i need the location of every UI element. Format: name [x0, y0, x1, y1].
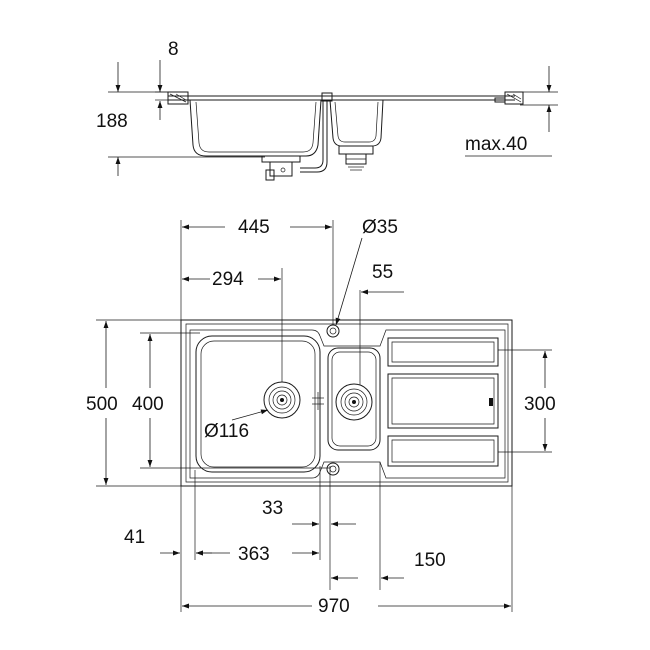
label-lip-thickness: 8 — [168, 39, 179, 60]
dimension-labels: 8 188 max.40 445 Ø35 294 55 500 400 300 … — [86, 39, 556, 617]
label-drainer-depth: 300 — [524, 394, 556, 415]
label-tap-hole: Ø35 — [362, 217, 398, 238]
label-main-bowl-width: 363 — [238, 544, 270, 565]
label-length-main-to-center: 445 — [238, 217, 270, 238]
label-depth-total: 188 — [96, 111, 128, 132]
label-overall-depth: 500 — [86, 394, 118, 415]
label-worktop-max: max.40 — [465, 134, 527, 155]
label-main-drain-dia: Ø116 — [204, 421, 249, 442]
label-small-bowl-offset: 55 — [372, 262, 393, 283]
label-bowl-depth: 400 — [132, 394, 164, 415]
label-gap: 33 — [262, 498, 283, 519]
label-side-margin: 41 — [124, 527, 145, 548]
label-overall-length: 970 — [318, 596, 350, 617]
label-small-bowl-width: 150 — [414, 550, 446, 571]
plan-view — [96, 220, 552, 612]
label-main-drain-offset: 294 — [212, 269, 244, 290]
side-elevation — [108, 60, 558, 181]
